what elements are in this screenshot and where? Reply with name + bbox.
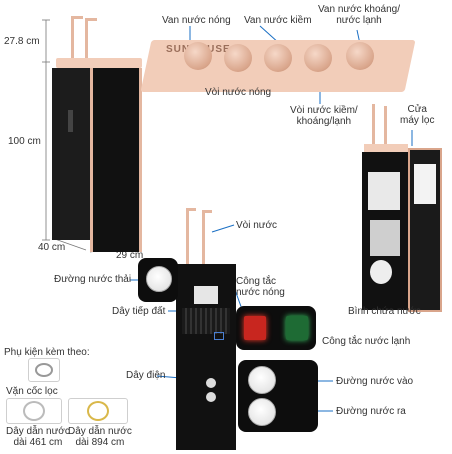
alkaline-tap-knob[interactable]	[304, 44, 332, 72]
hose-coil-icon	[87, 401, 109, 421]
ports-photo	[238, 360, 318, 432]
hot-switch[interactable]	[244, 316, 266, 340]
accessory-label: Dây dẫn nước dài 461 cm	[6, 426, 70, 448]
label-water-in: Đường nước vào	[336, 376, 414, 387]
faucet-pipe	[71, 16, 74, 62]
dim-body-height: 100 cm	[8, 136, 41, 147]
top-panel	[56, 58, 142, 68]
cabinet-front	[90, 68, 140, 252]
mineral-valve-knob[interactable]	[346, 42, 374, 70]
accessory-filter-wrench	[28, 358, 60, 382]
dim-depth: 40 cm	[38, 242, 66, 253]
side-handle	[68, 110, 73, 132]
waste-outlet	[146, 266, 172, 292]
back-cabinet-illustration	[176, 208, 236, 452]
water-port	[206, 392, 216, 402]
door-sticker	[414, 164, 436, 204]
label-ground-wire: Dây tiếp đất	[112, 306, 166, 317]
cabinet-side	[52, 68, 90, 240]
cabinet-trim	[90, 68, 93, 252]
switch-photo	[236, 306, 316, 350]
hot-tap-knob[interactable]	[224, 44, 252, 72]
front-cabinet-illustration	[52, 16, 142, 252]
switch-housing	[214, 332, 224, 340]
label-water-out: Đường nước ra	[336, 406, 406, 417]
vent-grille	[182, 308, 230, 334]
accessory-label: Dây dẫn nước dài 894 cm	[68, 426, 132, 448]
rating-label	[194, 286, 218, 304]
filter-membrane	[370, 220, 400, 256]
label-power-cord: Dây điện	[126, 370, 166, 381]
accessory-label: Vặn cốc lọc	[6, 386, 58, 397]
label-water-tap: Vòi nước	[236, 220, 278, 231]
interior-illustration	[360, 104, 446, 312]
filter-cartridges	[368, 172, 400, 210]
label-tank: Bình chứa nước	[348, 306, 421, 317]
cold-switch[interactable]	[286, 316, 308, 340]
accessory-hose-short	[6, 398, 62, 424]
water-tank	[370, 260, 392, 284]
label-alkaline-valve: Van nước kiềm	[244, 15, 312, 26]
faucet-pipe	[85, 18, 88, 62]
faucet-spout	[71, 16, 83, 19]
dim-width: 29 cm	[116, 250, 144, 261]
water-out-port	[248, 398, 276, 426]
label-waste-line: Đường nước thải	[54, 274, 132, 285]
accessories-title: Phụ kiện kèm theo:	[4, 347, 90, 358]
label-alkaline-tap: Vòi nước kiềm/ khoáng/lạnh	[290, 105, 358, 127]
accessory-hose-long	[68, 398, 128, 424]
water-port	[206, 378, 216, 388]
wrench-icon	[35, 363, 53, 377]
label-filter-door: Cửa máy lọc	[400, 104, 435, 126]
label-hot-valve: Van nước nóng	[162, 15, 231, 26]
hose-coil-icon	[23, 401, 45, 421]
waste-line-photo	[138, 258, 178, 302]
water-in-port	[248, 366, 276, 394]
hot-valve-knob[interactable]	[184, 42, 212, 70]
label-cold-switch: Công tắc nước lạnh	[322, 336, 411, 347]
alkaline-valve-knob[interactable]	[264, 44, 292, 72]
dim-top-height: 27.8 cm	[4, 36, 40, 47]
label-hot-tap: Vòi nước nóng	[205, 87, 272, 98]
label-hot-switch: Công tắc nước nóng	[236, 276, 285, 298]
label-mineral-valve: Van nước khoáng/ nước lạnh	[318, 4, 401, 26]
cabinet-trim	[139, 68, 142, 252]
faucet-spout	[85, 18, 97, 21]
